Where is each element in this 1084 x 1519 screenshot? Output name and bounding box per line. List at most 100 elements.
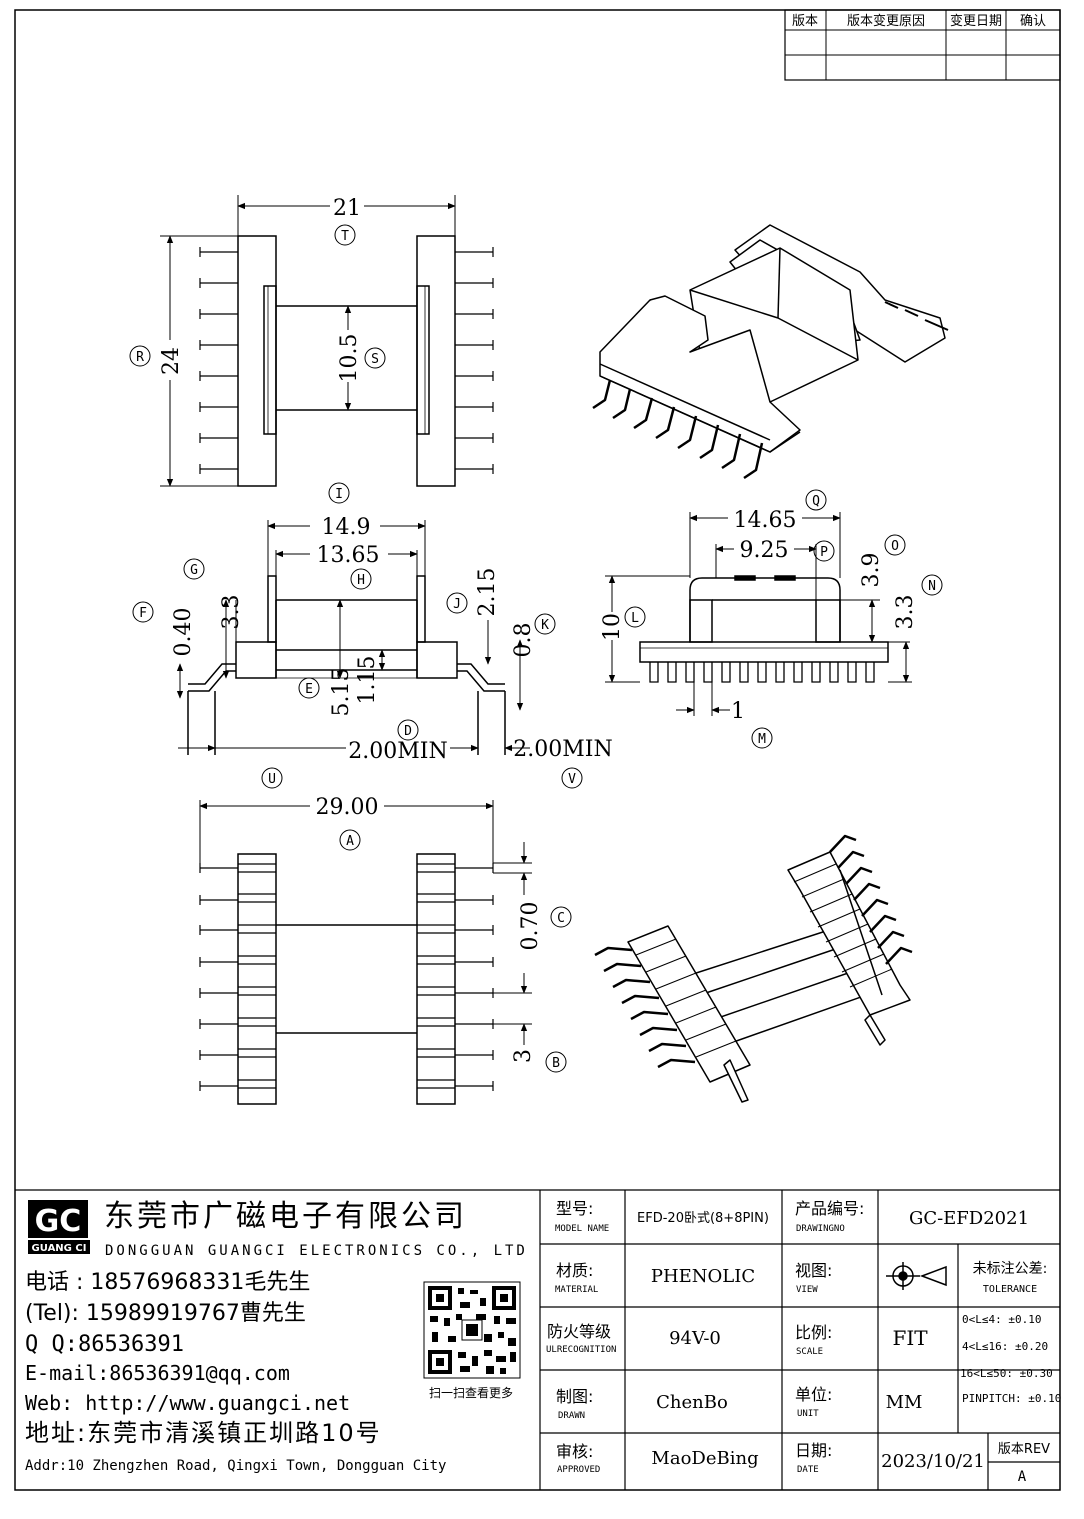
company-tel: (Tel): 15989919767曹先生: [25, 1301, 306, 1326]
dim-top-height: 24: [159, 347, 184, 375]
top-view-dims: [160, 195, 456, 487]
callout-b: B: [552, 1056, 560, 1071]
qr-caption: 扫一扫查看更多: [429, 1386, 513, 1400]
dim-side-h6: 1.15: [355, 656, 380, 705]
projection-symbol-icon: [886, 1262, 947, 1290]
dim-side-h4: 0.8: [511, 623, 536, 658]
dim-front-h1: 10: [600, 613, 625, 641]
callout-u: U: [268, 772, 276, 787]
material-label-en: MATERIAL: [555, 1285, 598, 1295]
dim-side-h2: 0.40: [171, 608, 196, 657]
bottom-view: [199, 853, 494, 1105]
title-block-grid: [15, 1189, 1060, 1490]
dim-bottom-width: 29.00: [316, 795, 379, 820]
callout-p: P: [820, 545, 828, 560]
dim-side-h5: 5.15: [329, 668, 354, 717]
company-web: Web: http://www.guangci.net: [25, 1391, 350, 1415]
approved-label: 审核:: [556, 1442, 593, 1461]
callout-k: K: [541, 618, 549, 633]
rev-header-reason: 版本变更原因: [847, 13, 925, 29]
isometric-view-top: [592, 224, 949, 480]
callout-v: V: [568, 772, 576, 787]
qr-code: [423, 1281, 521, 1379]
dim-top-width: 21: [333, 196, 361, 221]
dim-front-h2: 3.9: [859, 553, 884, 588]
drawn-label: 制图:: [556, 1387, 593, 1406]
callout-t: T: [341, 229, 349, 244]
callout-e: E: [305, 682, 313, 697]
tolerance-4: PINPITCH: ±0.10: [962, 1392, 1061, 1405]
company-qq: Q Q:86536391: [25, 1332, 184, 1357]
rev-value: A: [1018, 1469, 1027, 1485]
date-label: 日期:: [795, 1441, 832, 1460]
callout-a: A: [346, 834, 354, 849]
dim-front-w1: 14.65: [734, 508, 797, 533]
callout-j: J: [453, 597, 461, 612]
callout-r: R: [136, 350, 144, 365]
date-value: 2023/10/21: [881, 1451, 985, 1472]
callout-l: L: [631, 611, 639, 626]
callout-g: G: [190, 563, 198, 578]
company-email: E-mail:86536391@qq.com: [25, 1361, 290, 1385]
tolerance-1: 0<L≤4: ±0.10: [962, 1313, 1041, 1326]
scale-label: 比例:: [795, 1323, 832, 1342]
rev-header-version: 版本: [792, 14, 818, 29]
isometric-view-bottom: [594, 834, 913, 1103]
company-phone: 电话 : 18576968331毛先生: [25, 1270, 310, 1295]
approved-value: MaoDeBing: [651, 1448, 758, 1469]
company-name-en: DONGGUAN GUANGCI ELECTRONICS CO., LTD: [105, 1243, 528, 1259]
dim-side-h3: 2.15: [475, 568, 500, 617]
logo-text: GUANG CI: [32, 1243, 87, 1254]
callout-f: F: [139, 606, 147, 621]
model-label-en: MODEL NAME: [555, 1224, 609, 1234]
logo-letters: GC: [35, 1204, 82, 1239]
dim-side-min-right: 2.00MIN: [513, 737, 612, 762]
callouts-top: [129, 224, 386, 369]
callouts-front: [624, 489, 943, 749]
company-address-en: Addr:10 Zhengzhen Road, Qingxi Town, Don…: [25, 1458, 446, 1474]
model-label: 型号:: [556, 1199, 593, 1218]
callouts-side: [132, 482, 583, 789]
dim-bottom-pitch: 0.70: [518, 902, 543, 951]
dim-side-h1: 3.3: [219, 595, 244, 630]
company-name-cn: 东莞市广磁电子有限公司: [104, 1199, 467, 1234]
tolerance-2: 4<L≤16: ±0.20: [962, 1340, 1048, 1353]
material-label: 材质:: [556, 1261, 593, 1280]
callout-i: I: [335, 487, 343, 502]
unit-value: MM: [886, 1392, 923, 1413]
callout-d: D: [404, 724, 412, 739]
dim-side-min-left: 2.00MIN: [348, 739, 447, 764]
view-label: 视图:: [795, 1261, 832, 1280]
drawn-value: ChenBo: [656, 1392, 728, 1413]
drawing-no-label-en: DRAWINGNO: [796, 1224, 845, 1234]
callout-m: M: [758, 732, 766, 747]
dim-top-gap: 10.5: [337, 334, 362, 383]
fire-label: 防火等级: [547, 1322, 611, 1341]
callouts-bottom: [339, 829, 572, 1073]
drawing-no-label: 产品编号:: [795, 1199, 864, 1218]
callout-h: H: [357, 573, 365, 588]
scale-label-en: SCALE: [796, 1347, 823, 1357]
scale-value: FIT: [892, 1326, 928, 1350]
dim-side-w1: 14.9: [322, 515, 371, 540]
callout-q: Q: [812, 494, 820, 509]
dim-bottom-pad: 3: [511, 1049, 536, 1063]
rev-label: 版本REV: [998, 1442, 1050, 1457]
company-address-cn: 地址:东莞市清溪镇正圳路10号: [25, 1419, 382, 1447]
dim-front-h3: 3.3: [893, 595, 918, 630]
rev-header-confirm: 确认: [1020, 14, 1046, 29]
tolerance-label: 未标注公差:: [973, 1261, 1048, 1277]
callout-o: O: [891, 539, 899, 554]
model-value: EFD-20卧式(8+8PIN): [637, 1211, 769, 1226]
view-label-en: VIEW: [796, 1285, 818, 1295]
approved-label-en: APPROVED: [557, 1465, 600, 1475]
tolerance-label-en: TOLERANCE: [983, 1284, 1037, 1295]
material-value: PHENOLIC: [651, 1266, 755, 1287]
dim-front-pitch: 1: [731, 699, 745, 724]
date-label-en: DATE: [797, 1465, 819, 1475]
callout-c: C: [557, 911, 565, 926]
dim-front-w2: 9.25: [740, 538, 789, 563]
fire-label-en: ULRECOGNITION: [546, 1345, 616, 1355]
bottom-view-dims: [199, 800, 532, 1045]
callout-s: S: [371, 352, 379, 367]
